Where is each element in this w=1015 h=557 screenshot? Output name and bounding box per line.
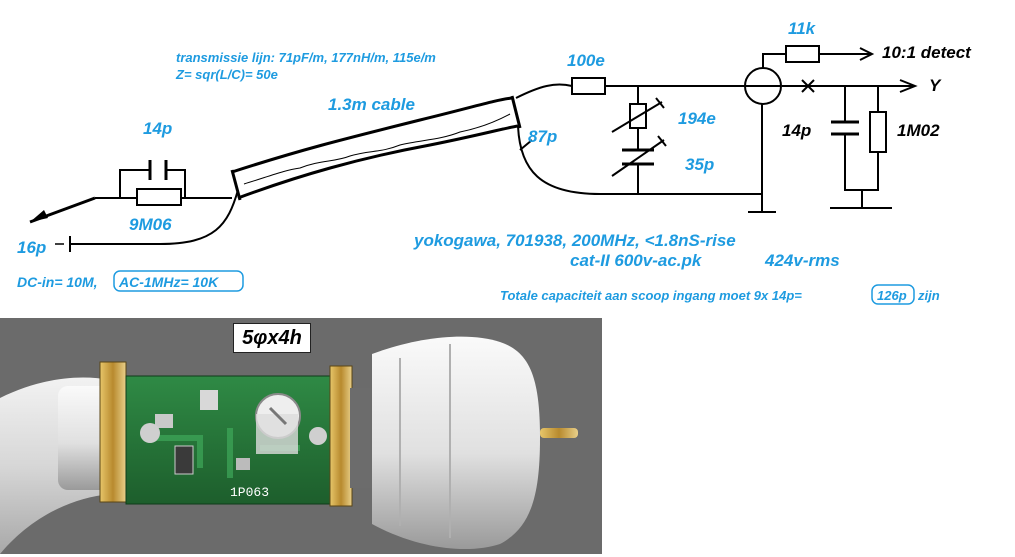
label-res-series: 100e xyxy=(567,51,605,70)
capacitor-scope xyxy=(831,120,859,136)
label-res-detect: 11k xyxy=(788,19,817,38)
label-detect: 10:1 detect xyxy=(882,43,972,62)
pcb-marking: 1P063 xyxy=(230,485,269,500)
capacitor-trim xyxy=(611,135,667,177)
label-impedance: Z= sqr(L/C)= 50e xyxy=(175,67,278,82)
output-arrow xyxy=(899,79,918,93)
probe-tip xyxy=(29,196,96,224)
resistor-scope xyxy=(869,111,887,153)
label-cap-ground: 16p xyxy=(17,238,46,257)
label-ac-in: AC-1MHz= 10K xyxy=(118,274,219,290)
ac-in-box xyxy=(113,270,244,292)
resistor-detect xyxy=(785,45,820,63)
label-rating-rms: 424v-rms xyxy=(764,251,840,270)
resistor-tip xyxy=(136,188,182,206)
label-total-note-b: zijn xyxy=(917,288,940,303)
probe-photo: 1P063 xyxy=(0,318,602,554)
label-dc-in: DC-in= 10M, xyxy=(17,274,98,290)
label-cap-trim: 35p xyxy=(685,155,714,174)
label-res-scope: 1M02 xyxy=(897,121,940,140)
label-scope-model: yokogawa, 701938, 200MHz, <1.8nS-rise xyxy=(413,231,736,250)
label-rating: cat-II 600v-ac.pk xyxy=(570,251,703,270)
label-cable-cap: 87p xyxy=(528,127,557,146)
label-total-note-a: Totale capaciteit aan scoop ingang moet … xyxy=(500,288,802,303)
probe-schematic: transmissie lijn: 71pF/m, 177nH/m, 115e/… xyxy=(17,19,972,305)
trimmer-dimension-label: 5φx4h xyxy=(233,323,311,353)
label-total-note-value: 126p xyxy=(877,288,907,303)
label-res-tip: 9M06 xyxy=(129,215,172,234)
total-value-box xyxy=(871,284,915,305)
detect-arrow xyxy=(846,47,875,61)
label-cap-scope: 14p xyxy=(782,121,811,140)
label-res-trim: 194e xyxy=(678,109,716,128)
coax-cable xyxy=(230,95,522,201)
capacitor-tip xyxy=(148,160,168,180)
break-mark xyxy=(801,79,815,93)
resistor-series xyxy=(571,77,606,95)
label-cap-tip: 14p xyxy=(143,119,172,138)
label-cable: 1.3m cable xyxy=(328,95,415,114)
label-transmission-line: transmissie lijn: 71pF/m, 177nH/m, 115e/… xyxy=(176,50,436,65)
label-output: Y xyxy=(929,76,942,95)
